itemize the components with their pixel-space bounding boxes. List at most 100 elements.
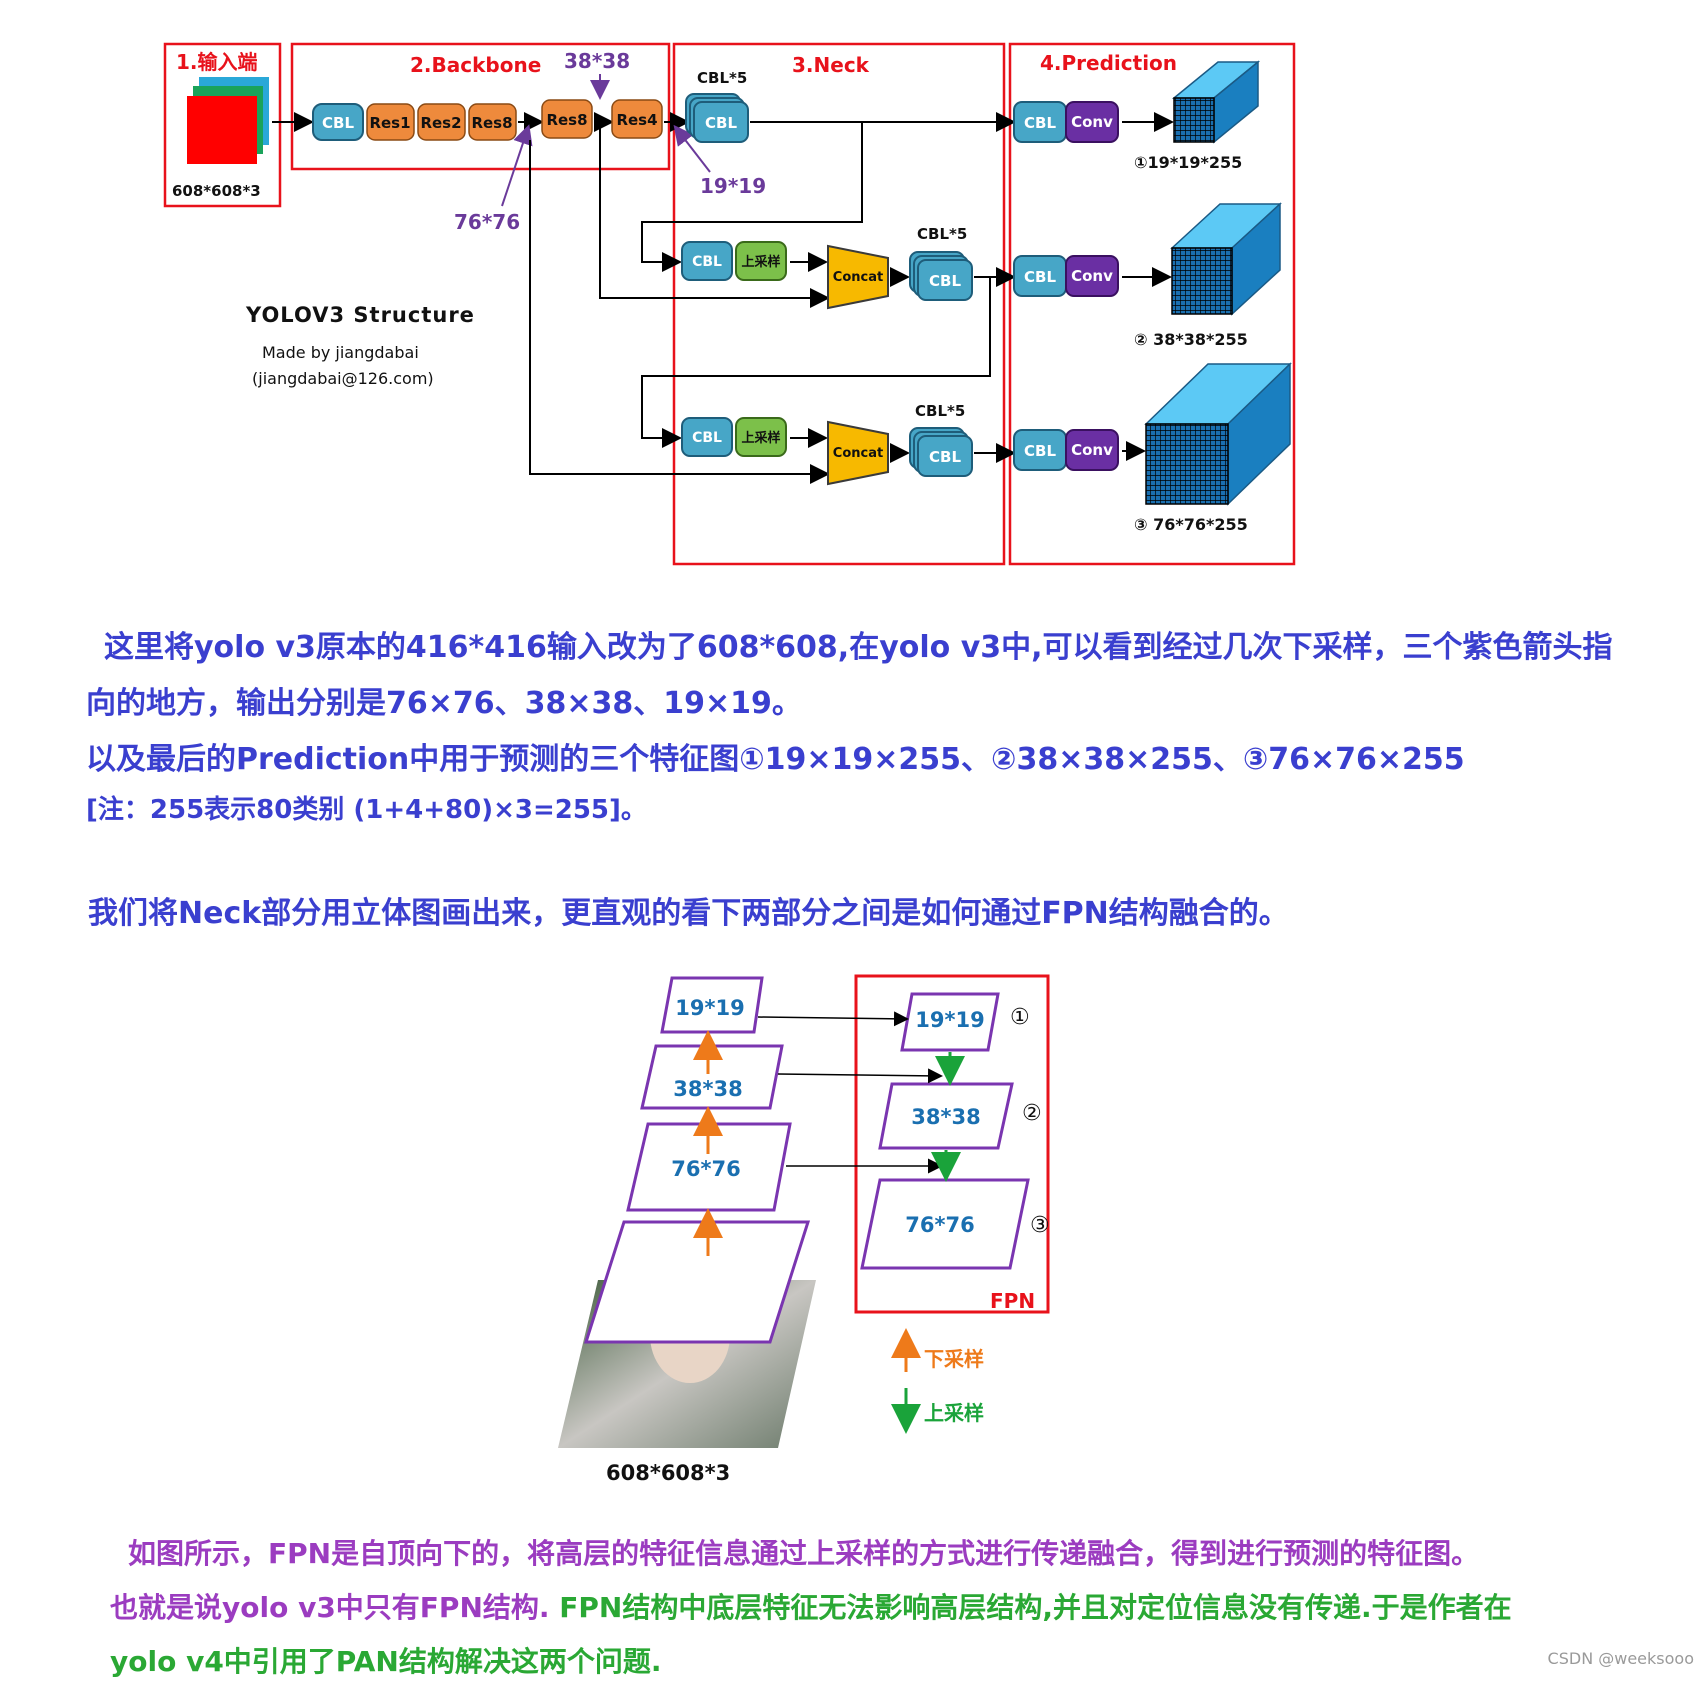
pred-cbl-block-3: CBL [1013, 429, 1067, 471]
paragraph-7: yolo v4中引用了PAN结构解决这两个问题. [110, 1645, 662, 1678]
left-plane-76 [626, 1122, 792, 1212]
svg-text:CBL: CBL [705, 114, 737, 132]
neck-section-box [672, 42, 1006, 566]
right-label-76: 76*76 [905, 1213, 974, 1237]
svg-text:Conv: Conv [1071, 441, 1113, 459]
feature-map-cube-38 [1170, 202, 1282, 316]
output-label-2: ② 38*38*255 [1134, 330, 1248, 349]
neck-cbl5-label-1: CBL*5 [697, 69, 747, 87]
right-plane-19 [900, 992, 1000, 1052]
svg-text:CBL: CBL [1024, 268, 1056, 286]
left-plane-19 [660, 976, 764, 1034]
input-size-label: 608*608*3 [172, 182, 261, 200]
svg-text:Res4: Res4 [616, 111, 657, 129]
yolov3-structure-diagram: 1.输入端 2.Backbone 3.Neck 4.Prediction 608… [163, 42, 1296, 566]
left-label-76: 76*76 [671, 1157, 740, 1181]
input-section-box [163, 42, 282, 208]
paragraph-1b: 向的地方，输出分别是76×76、38×38、19×19。 [86, 686, 802, 721]
svg-text:CBL: CBL [692, 254, 722, 270]
input-photo [558, 1280, 816, 1448]
scale-label-76: 76*76 [454, 210, 520, 234]
output-label-1: ①19*19*255 [1134, 153, 1242, 172]
legend-up-label: 上采样 [924, 1401, 984, 1425]
neck-concat-block-2: Concat [827, 244, 889, 310]
svg-text:CBL: CBL [929, 272, 961, 290]
right-label-38: 38*38 [911, 1105, 980, 1129]
svg-text:CBL: CBL [322, 114, 354, 132]
backbone-res8-block-2: Res8 [541, 99, 593, 139]
svg-text:Res1: Res1 [369, 114, 410, 132]
scale-label-19: 19*19 [700, 174, 766, 198]
neck-cbl5-label-2: CBL*5 [917, 225, 967, 243]
left-label-19: 19*19 [675, 996, 744, 1020]
pred-cbl-block-2: CBL [1013, 255, 1067, 297]
svg-text:Concat: Concat [833, 446, 883, 461]
left-plane-input [583, 1220, 811, 1344]
svg-text:Res8: Res8 [471, 114, 512, 132]
section-title-input: 1.输入端 [176, 50, 258, 74]
neck-upsample-block-3: 上采样 [735, 417, 787, 457]
right-plane-76 [860, 1178, 1030, 1270]
svg-text:CBL: CBL [1024, 114, 1056, 132]
paragraph-6-part-a: 也就是说yolo v3中只有FPN结构. [110, 1591, 550, 1624]
backbone-res1-block: Res1 [366, 103, 415, 141]
fpn-input-label: 608*608*3 [606, 1461, 730, 1485]
svg-text:CBL: CBL [1024, 442, 1056, 460]
paragraph-3: [注：255表示80类别 (1+4+80)×3=255]。 [86, 795, 647, 825]
feature-map-cube-76 [1144, 362, 1292, 506]
neck-cbl5-block-3: CBL [909, 427, 973, 477]
pred-conv-block-2: Conv [1065, 255, 1119, 297]
neck-cbl5-block-2: CBL [909, 251, 973, 301]
section-title-prediction: 4.Prediction [1040, 51, 1177, 75]
svg-text:CBL: CBL [692, 430, 722, 446]
svg-text:Res8: Res8 [546, 111, 587, 129]
svg-text:Concat: Concat [833, 270, 883, 285]
output-label-3: ③ 76*76*255 [1134, 515, 1248, 534]
marker-1: ① [1010, 1005, 1030, 1030]
fpn-box [854, 974, 1050, 1314]
left-plane-38 [640, 1044, 784, 1110]
svg-text:CBL: CBL [929, 448, 961, 466]
paragraph-1a: 这里将yolo v3原本的416*416输入改为了608*608,在yolo v… [104, 630, 1613, 665]
neck-cbl-block-3: CBL [681, 417, 733, 457]
svg-text:上采样: 上采样 [741, 254, 780, 270]
backbone-cbl-block: CBL [312, 103, 364, 141]
prediction-section-box [1008, 42, 1296, 566]
paragraph-2: 以及最后的Prediction中用于预测的三个特征图①19×19×255、②38… [86, 742, 1465, 777]
pred-conv-block-1: Conv [1065, 101, 1119, 143]
backbone-res8-block-1: Res8 [468, 103, 517, 141]
section-title-backbone: 2.Backbone [410, 53, 541, 77]
left-label-38: 38*38 [673, 1077, 742, 1101]
legend-down-label: 下采样 [924, 1347, 984, 1371]
scale-label-38: 38*38 [564, 49, 630, 73]
input-image-stack [187, 77, 269, 164]
feature-map-cube-19 [1171, 60, 1261, 144]
neck-cbl-block-2: CBL [681, 241, 733, 281]
watermark: CSDN @weeksooo [1547, 1649, 1694, 1668]
neck-cbl5-block-1: CBL [685, 93, 749, 143]
paragraph-5: 如图所示，FPN是自顶向下的，将高层的特征信息通过上采样的方式进行传递融合，得到… [128, 1537, 1480, 1570]
svg-text:上采样: 上采样 [741, 430, 780, 446]
neck-concat-block-3: Concat [827, 420, 889, 486]
paragraph-6-part-b: FPN结构中底层特征无法影响高层结构,并且对定位信息没有传递.于是作者在 [549, 1591, 1512, 1624]
diagram-title: YOLOV3 Structure [245, 303, 475, 327]
fpn-box-label: FPN [990, 1289, 1035, 1313]
neck-cbl5-label-3: CBL*5 [915, 402, 965, 420]
section-title-neck: 3.Neck [792, 53, 870, 77]
svg-text:Conv: Conv [1071, 267, 1113, 285]
marker-2: ② [1022, 1101, 1042, 1126]
diagram-author: Made by jiangdabai [262, 343, 419, 362]
photo-face [650, 1287, 730, 1383]
backbone-res4-block: Res4 [611, 99, 663, 139]
svg-text:Conv: Conv [1071, 113, 1113, 131]
backbone-section-box [290, 42, 671, 171]
pred-conv-block-3: Conv [1065, 429, 1119, 471]
right-plane-38 [878, 1082, 1014, 1150]
diagram-email: (jiangdabai@126.com) [252, 369, 434, 388]
paragraph-4: 我们将Neck部分用立体图画出来，更直观的看下两部分之间是如何通过FPN结构融合… [88, 896, 1289, 931]
neck-upsample-block-2: 上采样 [735, 241, 787, 281]
paragraph-6: 也就是说yolo v3中只有FPN结构. FPN结构中底层特征无法影响高层结构,… [110, 1586, 1512, 1626]
backbone-res2-block: Res2 [417, 103, 466, 141]
right-label-19: 19*19 [915, 1008, 984, 1032]
pred-cbl-block-1: CBL [1013, 101, 1067, 143]
